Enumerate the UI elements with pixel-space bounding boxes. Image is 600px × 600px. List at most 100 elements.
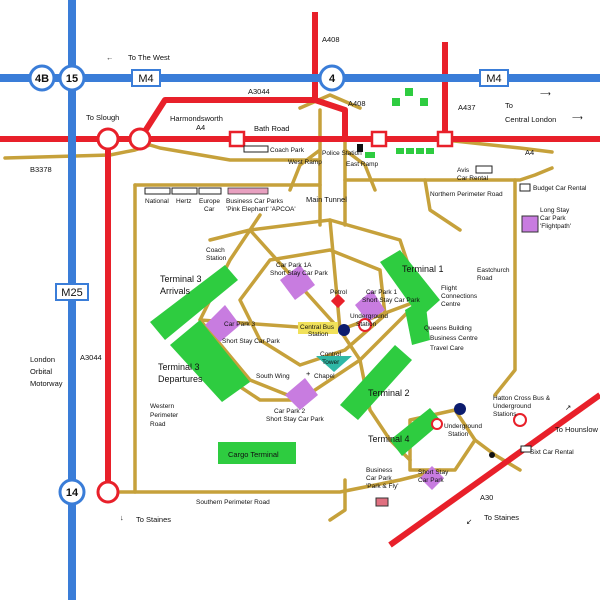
harmondsworth-label: Harmondsworth xyxy=(170,114,223,123)
road-labels: A408 A408 A3044 A3044 A437 A4 A4 B3378 A… xyxy=(30,35,534,502)
car-park-1a-label-2: Short Stay Car Park xyxy=(270,270,329,277)
hertz-label: Hertz xyxy=(176,198,192,205)
business-car-parks-label-1: Business Car Parks xyxy=(226,198,284,205)
a3044-top-label: A3044 xyxy=(248,87,270,96)
national-box xyxy=(144,187,171,195)
car-park-2-label-2: Short Stay Car Park xyxy=(266,416,325,423)
short-stay-t4-label-2: Car Park xyxy=(418,477,444,484)
road-a408-north xyxy=(312,12,348,139)
avis-label-1: Avis xyxy=(457,167,470,174)
london-orbital-label-2: Orbital xyxy=(30,367,52,376)
business-car-park-pf-label-3: 'Park & Fly' xyxy=(366,483,398,490)
road-a30 xyxy=(388,392,600,548)
to-staines-right-label: To Staines xyxy=(484,513,519,522)
a408-top-label: A408 xyxy=(322,35,340,44)
petrol-label: Petrol xyxy=(330,289,348,296)
coach-park-box xyxy=(243,145,269,153)
central-bus-station-marker xyxy=(298,322,338,334)
to-central-london-label-2: Central London xyxy=(505,115,556,124)
terminal-3-departures-label-1: Terminal 3 xyxy=(158,362,200,372)
chapel-label: Chapel xyxy=(314,373,335,380)
terminal-1-label: Terminal 1 xyxy=(402,264,444,274)
car-park-1-label-1: Car Park 1 xyxy=(366,289,397,296)
junction-box-bath-road xyxy=(228,130,246,148)
road-east-link xyxy=(423,178,462,232)
sixt-label: Sixt Car Rental xyxy=(530,449,574,456)
roundabout-a4-west xyxy=(96,127,120,151)
road-west-ramp xyxy=(288,148,322,192)
west-ramp-label: West Ramp xyxy=(288,159,322,166)
cargo-terminal-building xyxy=(218,442,296,464)
terminal-1-pier xyxy=(405,298,430,345)
a30-label: A30 xyxy=(480,493,493,502)
underground-label-1: Underground xyxy=(350,313,388,320)
junction-4-label: 4 xyxy=(329,73,336,85)
terminals xyxy=(150,88,442,464)
hatton-underground-marker xyxy=(513,413,527,427)
police-station-marker xyxy=(357,144,363,152)
coach-station-label-2: Station xyxy=(206,255,227,262)
short-stay-t4-area xyxy=(420,466,444,490)
junction-15-label: 15 xyxy=(66,73,78,85)
a4-left-label: A4 xyxy=(196,123,205,132)
long-stay-flightpath-area xyxy=(521,215,539,233)
business-car-parks-label-2: 'Pink Elephant' 'APCOA' xyxy=(226,206,296,213)
junction-box-police xyxy=(370,130,388,148)
to-hounslow-arrow: ↗ xyxy=(565,403,571,412)
control-tower-label-1: Control xyxy=(320,351,342,358)
terminal-2-building xyxy=(340,345,412,420)
to-staines-bottom-arrow: ↓ xyxy=(120,513,124,522)
to-the-west-label: To The West xyxy=(128,53,171,62)
m4-west-label: M4 xyxy=(138,73,153,85)
underground-label-2: Station xyxy=(356,321,377,328)
hatton-cross-label-1: Hatton Cross Bus & xyxy=(493,395,551,402)
business-park-pink-elephant xyxy=(227,187,269,195)
budget-label: Budget Car Rental xyxy=(533,185,587,192)
hatton-cross-label-3: Stations xyxy=(493,411,517,418)
western-perimeter-label-1: Western xyxy=(150,403,174,410)
road-bath-to-east xyxy=(443,138,554,154)
sixt-box xyxy=(520,445,532,453)
t4-rail-marker xyxy=(431,418,443,430)
avis-label-2: Car Rental xyxy=(457,175,489,182)
roundabout-a4-a3044 xyxy=(128,127,152,151)
control-tower-label-2: Tower xyxy=(322,359,340,366)
junction-4b-marker xyxy=(28,64,56,92)
a3044-left-label: A3044 xyxy=(80,353,102,362)
bath-road-label: Bath Road xyxy=(254,124,289,133)
to-staines-bottom-label: To Staines xyxy=(136,515,171,524)
london-orbital-label-1: London xyxy=(30,355,55,364)
terminal-4-label: Terminal 4 xyxy=(368,434,410,444)
east-ramp-label: East Ramp xyxy=(346,161,379,168)
business-car-park-pf-label-1: Business xyxy=(366,467,393,474)
roundabout-m25-j14 xyxy=(96,480,120,504)
road-ramp-link xyxy=(298,93,362,110)
car-park-1a-label-1: Car Park 1A xyxy=(276,262,312,269)
london-orbital-label-3: Motorway xyxy=(30,379,63,388)
green-block-1 xyxy=(405,88,413,96)
motorway-shields: M4 M4 M25 xyxy=(55,69,509,301)
hatton-junction-dot xyxy=(489,452,495,458)
m4-east-shield xyxy=(479,69,509,87)
terminal-3-arrivals-label-1: Terminal 3 xyxy=(160,274,202,284)
central-underground-marker xyxy=(338,324,350,336)
green-block-2 xyxy=(392,98,400,106)
car-park-3-label-1: Car Park 3 xyxy=(224,321,255,328)
a437-label: A437 xyxy=(458,103,476,112)
road-inner-diamond xyxy=(238,248,387,367)
business-park-fly-marker xyxy=(375,497,389,507)
m4-west-shield xyxy=(131,69,161,87)
national-label: National xyxy=(145,198,169,205)
to-slough-label: To Slough xyxy=(86,113,119,122)
junctions: 4B 15 4 14 xyxy=(28,64,454,506)
road-east-ramp xyxy=(343,148,377,192)
junction-14-marker xyxy=(58,478,86,506)
queens-building-label-3: Travel Care xyxy=(430,345,464,352)
western-perimeter-label-3: Road xyxy=(150,421,166,428)
petrol-marker xyxy=(330,293,346,309)
green-block-3 xyxy=(420,98,428,106)
europe-car-box xyxy=(198,187,222,195)
terminal-3-arrivals-building xyxy=(150,265,238,340)
green-block-6 xyxy=(416,148,424,154)
